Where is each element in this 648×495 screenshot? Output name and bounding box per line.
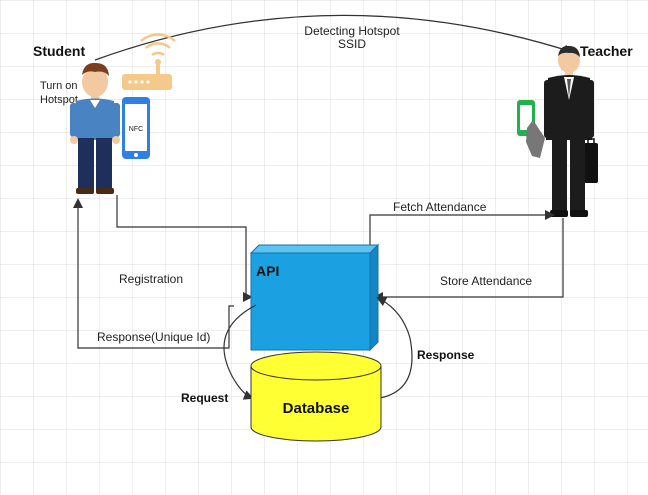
request-label: Request [181, 391, 228, 405]
detecting-label-line2: SSID [338, 37, 366, 51]
wifi-router-icon [122, 33, 176, 90]
store-attendance-arrow [373, 218, 564, 302]
teacher-phone-icon [517, 100, 545, 158]
response-unique-arrow [73, 198, 234, 349]
api-label: API [256, 263, 279, 279]
database-node: Database [250, 351, 382, 442]
student-title: Student [33, 43, 85, 59]
detecting-label-line1: Detecting Hotspot [304, 24, 400, 38]
nfc-label: NFC [129, 126, 143, 133]
database-label: Database [283, 400, 350, 417]
api-node: API [249, 243, 380, 352]
teacher-figure-icon [544, 45, 598, 217]
student-figure-icon [70, 62, 120, 194]
turn-on-label-line1: Turn on [40, 80, 78, 92]
store-attendance-label: Store Attendance [440, 274, 532, 288]
teacher-title: Teacher [580, 43, 633, 59]
nfc-phone-icon: NFC [122, 97, 150, 159]
registration-arrow [116, 195, 253, 302]
response-arrow [376, 297, 413, 399]
response-label: Response [417, 348, 475, 362]
detect-hotspot-arrow [94, 14, 574, 61]
fetch-attendance-label: Fetch Attendance [393, 200, 487, 214]
turn-on-label-line2: Hotspot [40, 94, 78, 106]
response-unique-label: Response(Unique Id) [97, 330, 210, 344]
request-arrow [223, 304, 257, 400]
fetch-attendance-arrow [369, 210, 555, 255]
registration-label: Registration [119, 272, 183, 286]
